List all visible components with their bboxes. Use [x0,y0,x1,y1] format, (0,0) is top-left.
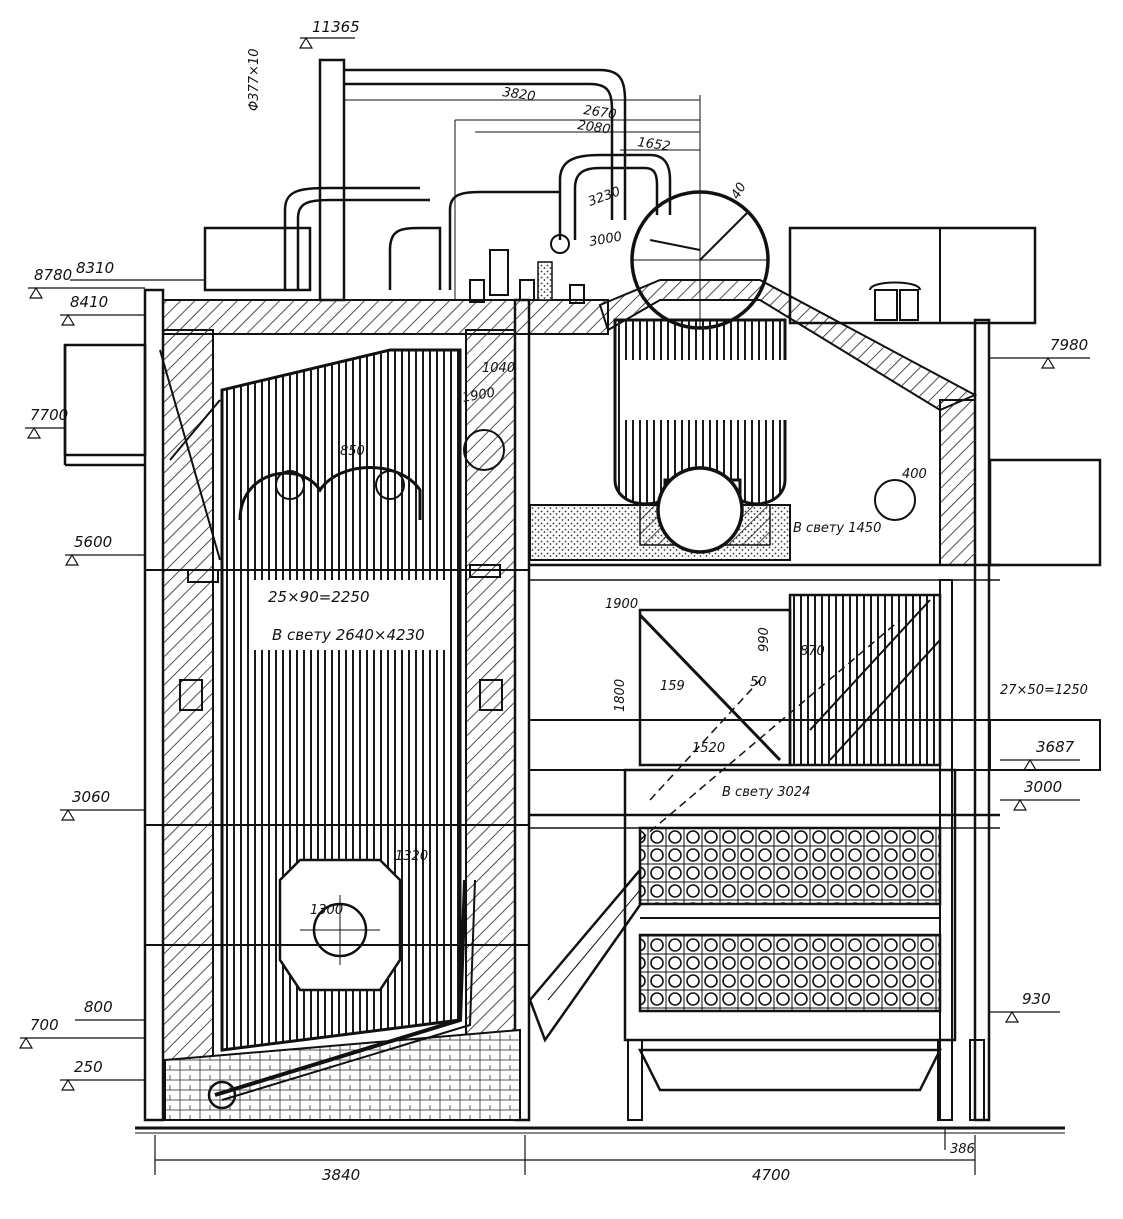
dim-label: 40 [728,180,749,202]
base-left-dimension: 3840 [322,1166,360,1184]
left-brick-wall [162,329,214,1121]
elevation-label: 800 [84,998,113,1016]
furnace-roof [162,299,609,335]
dim-label: 1320 [395,849,428,864]
elevation-mark-5600: 5600 [64,533,145,566]
dim-label: 3230 [586,184,622,209]
elevation-label: 8780 [34,266,72,284]
base-right-dimension: 4700 [752,1166,790,1184]
dim-label: 2080 [576,118,611,137]
dim-label: 159 [660,679,685,694]
elevation-label: 5600 [74,533,112,551]
furnace-right-brick-wall [465,329,516,1121]
economizer-block [528,593,1101,1121]
elevation-label: 8410 [70,293,108,311]
elevation-mark-7700: 7700 [25,406,68,439]
riser-pipe [318,58,346,302]
elevation-label: 250 [74,1058,103,1076]
elevation-mark-11365: 11365 [298,18,360,49]
lower-collector [207,1080,237,1110]
drum-opening-label: В свету 1450 [793,521,881,536]
elevation-mark-8310: 8310 [70,259,205,281]
dim-label: 870 [800,644,825,659]
elevation-label: 7980 [1050,336,1088,354]
econ-spacing-label: 27×50=1250 [1000,683,1088,698]
dim-label: 1300 [310,903,343,918]
dim-label: 400 [902,467,927,482]
furnace-opening-label: В свету 2640×4230 [272,626,425,644]
furnace-tube-screen [220,348,462,1052]
elevation-mark-3687: 3687 [1000,738,1080,771]
dim-label: 50 [750,675,767,690]
elevation-mark-700: 700 [18,1016,145,1049]
elevation-markers: 11365 8780 8310 8410 7980 7700 [18,18,1090,1091]
peephole-left [463,429,505,471]
elevation-label: 11365 [312,18,360,36]
ground [135,1126,1065,1134]
right-brick-wall [939,399,976,566]
dim-label: 990 [757,627,772,652]
dim-label: 2670 [582,103,617,122]
elevation-mark-250: 250 [60,1058,145,1091]
mid-column [513,298,531,1122]
base-dimensions: 3840 4700 386 [154,1128,976,1184]
elevation-mark-3000: 3000 [1000,778,1080,811]
peephole-right [874,479,916,521]
elevation-label: 700 [30,1016,59,1034]
elevation-label: 3060 [72,788,110,806]
base-small-dimension: 386 [950,1142,975,1157]
pipe-diameter-label: Φ377×10 [247,49,262,111]
economizer-coils-upper [638,826,942,906]
furnace-block [143,288,609,1122]
hearth-brickwork [164,1028,521,1121]
tube-spacing-label: 25×90=2250 [268,588,369,606]
elevation-label: 3000 [1024,778,1062,796]
elevation-mark-8410: 8410 [60,293,145,326]
elevation-label: 8310 [76,259,114,277]
dim-label: 1900 [605,597,638,612]
dim-label: 3000 [588,229,623,250]
elevation-label: 3687 [1036,738,1075,756]
elevation-label: 7700 [30,406,68,424]
elevation-mark-800: 800 [75,998,145,1021]
dim-label: 1520 [692,741,725,756]
dim-label: 3820 [501,85,536,104]
dim-label: 1040 [482,361,515,376]
dim-label: 850 [340,444,365,459]
elevation-mark-8780: 8780 [28,266,145,299]
ash-hopper [637,1048,943,1092]
elevation-mark-930: 930 [990,990,1060,1023]
air-heater-tubes [788,593,942,767]
econ-opening-label: В свету 3024 [722,785,810,800]
economizer-coils-lower [638,933,942,1013]
left-column [143,288,165,1122]
left-platform [63,343,147,467]
dim-label: 1652 [636,135,671,154]
ladder [528,866,642,1043]
convection-section [203,190,1102,1122]
top-piping [283,58,701,304]
dim-label: 1800 [613,679,628,712]
elevation-mark-7980: 7980 [990,336,1090,369]
elevation-label: 930 [1022,990,1051,1008]
dim-label: 1900 [461,385,496,406]
elevation-mark-3060: 3060 [60,788,145,821]
